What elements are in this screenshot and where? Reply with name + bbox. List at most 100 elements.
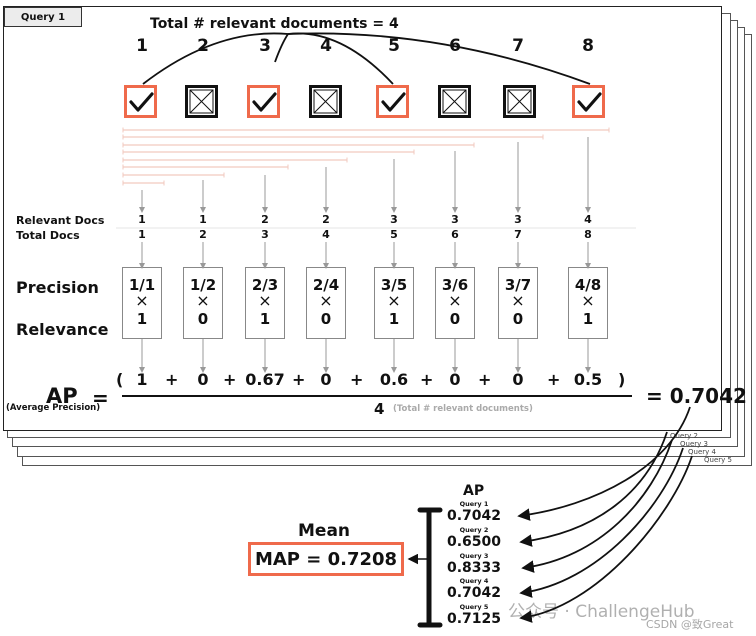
ap-query-value: 0.6500 bbox=[446, 534, 502, 550]
doc-box-3 bbox=[247, 85, 280, 118]
doc-box-8 bbox=[572, 85, 605, 118]
multiply-symbol: × bbox=[448, 291, 462, 310]
total-docs-count: 3 bbox=[261, 228, 269, 241]
ap-denominator: 4 bbox=[374, 400, 385, 418]
relevance-value: 0 bbox=[449, 310, 461, 328]
doc-rank-7: 7 bbox=[512, 36, 524, 56]
title-connector-line bbox=[287, 32, 591, 85]
query-tab[interactable]: Query 1 bbox=[4, 7, 82, 27]
precision-value: 2/4 bbox=[312, 276, 340, 294]
precision-relevance-box: 1/2×0 bbox=[183, 267, 223, 339]
total-docs-count: 4 bbox=[322, 228, 330, 241]
relevance-value: 1 bbox=[259, 310, 271, 328]
relevant-docs-count: 3 bbox=[390, 213, 398, 226]
title-connector-line bbox=[274, 33, 289, 63]
relevant-docs-count: 1 bbox=[199, 213, 207, 226]
total-docs-count: 1 bbox=[138, 228, 146, 241]
precision-relevance-box: 1/1×1 bbox=[122, 267, 162, 339]
multiply-symbol: × bbox=[387, 291, 401, 310]
ap-term: 0 bbox=[320, 370, 332, 389]
relevant-docs-count: 3 bbox=[514, 213, 522, 226]
query-1-page: Query 1 bbox=[3, 6, 722, 431]
checkmark-icon bbox=[381, 92, 406, 112]
doc-rank-8: 8 bbox=[582, 36, 594, 56]
doc-box-4 bbox=[309, 85, 342, 118]
precision-label: Precision bbox=[16, 278, 99, 297]
ap-denominator-note: (Total # relevant documents) bbox=[393, 404, 533, 414]
ap-query-label: Query 3 bbox=[459, 552, 489, 560]
ap-query-label: Query 1 bbox=[459, 500, 489, 508]
relevance-value: 0 bbox=[197, 310, 209, 328]
ap-query-value: 0.7042 bbox=[446, 585, 502, 601]
ap-equals: = bbox=[92, 386, 109, 410]
ap-term: 0 bbox=[512, 370, 524, 389]
watermark-csdn: CSDN @致Great bbox=[646, 618, 734, 631]
ap-term: 0 bbox=[197, 370, 209, 389]
checkmark-icon bbox=[252, 92, 277, 112]
ap-query-value: 0.7125 bbox=[446, 611, 502, 627]
plus-sign: + bbox=[478, 370, 492, 389]
mean-label: Mean bbox=[298, 521, 351, 541]
watermark: 公众号 · ChallengeHub bbox=[508, 602, 695, 622]
precision-value: 1/1 bbox=[128, 276, 156, 294]
ap-column-title: AP bbox=[463, 483, 485, 499]
relevant-docs-label: Relevant Docs bbox=[16, 214, 105, 227]
precision-value: 2/3 bbox=[251, 276, 279, 294]
ap-term: 0.6 bbox=[379, 370, 409, 389]
stack-label-query-3: Query 3 bbox=[680, 440, 708, 448]
precision-value: 4/8 bbox=[574, 276, 602, 294]
ap-result: = 0.7042 bbox=[646, 384, 747, 408]
relevant-docs-count: 2 bbox=[261, 213, 269, 226]
relevance-value: 0 bbox=[512, 310, 524, 328]
ap-connector-arrow bbox=[517, 406, 691, 521]
relevant-docs-count: 2 bbox=[322, 213, 330, 226]
doc-box-6 bbox=[438, 85, 471, 118]
plus-sign: + bbox=[223, 370, 237, 389]
multiply-symbol: × bbox=[319, 291, 333, 310]
multiply-symbol: × bbox=[135, 291, 149, 310]
ap-label: AP bbox=[46, 384, 78, 408]
total-docs-count: 6 bbox=[451, 228, 459, 241]
stack-label-query-2: Query 2 bbox=[670, 432, 698, 440]
total-docs-label: Total Docs bbox=[16, 229, 80, 242]
cross-icon bbox=[442, 89, 467, 114]
doc-rank-2: 2 bbox=[197, 36, 209, 56]
multiply-symbol: × bbox=[258, 291, 272, 310]
ap-query-label: Query 5 bbox=[459, 603, 489, 611]
cross-icon bbox=[313, 89, 338, 114]
checkmark-icon bbox=[129, 92, 154, 112]
total-docs-count: 2 bbox=[199, 228, 207, 241]
plus-sign: + bbox=[350, 370, 364, 389]
doc-rank-4: 4 bbox=[320, 36, 332, 56]
relevance-value: 1 bbox=[582, 310, 594, 328]
map-result-box: MAP = 0.7208 bbox=[248, 542, 404, 576]
open-paren: ( bbox=[116, 370, 124, 389]
precision-value: 3/5 bbox=[380, 276, 408, 294]
ap-term: 0.67 bbox=[245, 370, 285, 389]
precision-value: 3/7 bbox=[504, 276, 532, 294]
relevant-docs-count: 4 bbox=[584, 213, 592, 226]
plus-sign: + bbox=[292, 370, 306, 389]
total-docs-count: 5 bbox=[390, 228, 398, 241]
multiply-symbol: × bbox=[581, 291, 595, 310]
doc-box-1 bbox=[124, 85, 157, 118]
ap-sublabel: (Average Precision) bbox=[6, 403, 101, 413]
cross-icon bbox=[189, 89, 214, 114]
title-connector-line bbox=[142, 32, 289, 85]
multiply-symbol: × bbox=[511, 291, 525, 310]
ap-term: 0.5 bbox=[573, 370, 603, 389]
ap-query-label: Query 4 bbox=[459, 577, 489, 585]
ap-connector-arrow bbox=[519, 447, 684, 598]
plus-sign: + bbox=[420, 370, 434, 389]
title-connector-line bbox=[287, 32, 394, 85]
total-docs-count: 8 bbox=[584, 228, 592, 241]
ap-connector-arrow bbox=[519, 455, 693, 623]
total-relevant-title: Total # relevant documents = 4 bbox=[150, 16, 399, 32]
relevance-label: Relevance bbox=[16, 320, 109, 339]
ap-term: 0 bbox=[449, 370, 461, 389]
plus-sign: + bbox=[165, 370, 179, 389]
total-docs-count: 7 bbox=[514, 228, 522, 241]
plus-sign: + bbox=[547, 370, 561, 389]
doc-rank-5: 5 bbox=[388, 36, 400, 56]
precision-relevance-box: 3/7×0 bbox=[498, 267, 538, 339]
